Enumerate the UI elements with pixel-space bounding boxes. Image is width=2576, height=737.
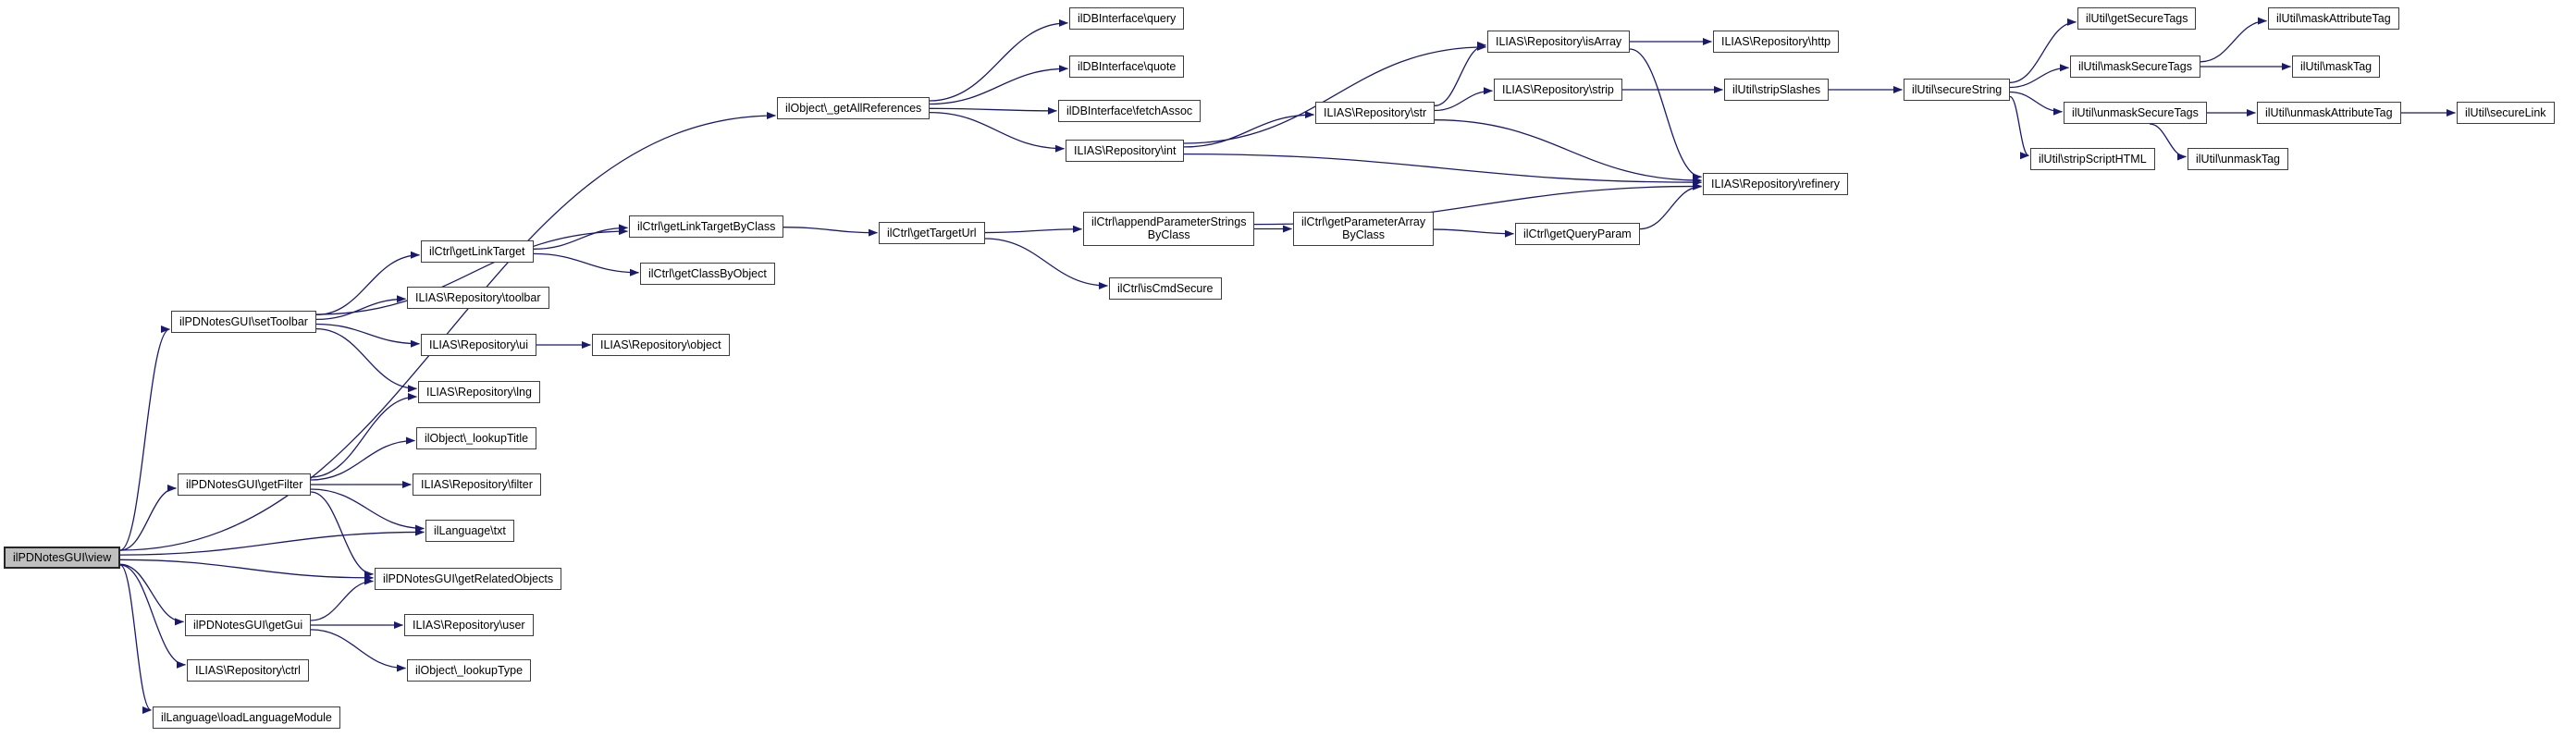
node-dbquery[interactable]: ilDBInterface\query bbox=[1069, 7, 1185, 30]
edge-getAllReferences-dbquote bbox=[929, 65, 1068, 105]
node-isCmdSecure[interactable]: ilCtrl\isCmdSecure bbox=[1109, 277, 1222, 300]
edge-getFilter-getRelatedObjects bbox=[310, 491, 374, 578]
node-lng[interactable]: ILIAS\Repository\lng bbox=[418, 381, 540, 403]
node-filter[interactable]: ILIAS\Repository\filter bbox=[413, 473, 541, 496]
edge-str-strip bbox=[1434, 87, 1493, 112]
edge-secureString-unmaskSecureTags bbox=[2009, 91, 2063, 116]
node-getQueryParam[interactable]: ilCtrl\getQueryParam bbox=[1515, 223, 1640, 245]
edge-view-getAllReferences bbox=[119, 112, 776, 551]
node-maskTag[interactable]: ilUtil\maskTag bbox=[2292, 55, 2381, 78]
edge-getFilter-txt bbox=[310, 488, 425, 533]
node-unmaskTag[interactable]: ilUtil\unmaskTag bbox=[2188, 148, 2289, 170]
node-ui[interactable]: ILIAS\Repository\ui bbox=[421, 334, 536, 356]
edge-view-getRelatedObjects bbox=[119, 559, 374, 582]
node-setToolbar[interactable]: ilPDNotesGUI\setToolbar bbox=[171, 311, 316, 333]
edge-repo_int-refinery bbox=[1183, 153, 1702, 187]
node-dbquote[interactable]: ilDBInterface\quote bbox=[1069, 55, 1185, 78]
edge-str-isArray bbox=[1434, 41, 1486, 106]
edge-setToolbar-toolbar bbox=[315, 295, 406, 321]
edge-getTargetUrl-isCmdSecure bbox=[984, 238, 1108, 289]
node-maskSecureTags[interactable]: ilUtil\maskSecureTags bbox=[2070, 55, 2200, 78]
node-txt[interactable]: ilLanguage\txt bbox=[425, 520, 514, 542]
edge-setToolbar-ui bbox=[315, 323, 420, 348]
edge-getQueryParam-refinery bbox=[1639, 182, 1702, 230]
edge-secureString-getSecureTags bbox=[2009, 18, 2077, 83]
edge-str-refinery bbox=[1434, 119, 1702, 185]
node-strip[interactable]: ILIAS\Repository\strip bbox=[1494, 79, 1622, 101]
node-getLinkTargetByClass[interactable]: ilCtrl\getLinkTargetByClass bbox=[629, 215, 784, 238]
edge-getFilter-lng bbox=[310, 393, 417, 478]
node-view: ilPDNotesGUI\view bbox=[4, 547, 121, 570]
node-getRelatedObjects[interactable]: ilPDNotesGUI\getRelatedObjects bbox=[375, 568, 562, 590]
node-isArray[interactable]: ILIAS\Repository\isArray bbox=[1487, 31, 1631, 53]
edge-maskSecureTags-maskAttributeTag bbox=[2200, 17, 2267, 63]
edge-getTargetUrl-appendPSBC bbox=[984, 225, 1082, 234]
node-getGui[interactable]: ilPDNotesGUI\getGui bbox=[185, 614, 312, 636]
node-appendPSBC[interactable]: ilCtrl\appendParameterStrings ByClass bbox=[1083, 212, 1255, 246]
node-repo_object[interactable]: ILIAS\Repository\object bbox=[592, 334, 730, 356]
edge-getGui-lookupType bbox=[310, 629, 406, 672]
node-unmaskSecureTags[interactable]: ilUtil\unmaskSecureTags bbox=[2064, 102, 2207, 124]
node-stripScriptHTML[interactable]: ilUtil\stripScriptHTML bbox=[2030, 148, 2155, 170]
edge-view-loadLanguageModule bbox=[119, 564, 152, 714]
edge-getFilter-lookupTitle bbox=[310, 436, 415, 481]
edge-getGui-getRelatedObjects bbox=[310, 577, 374, 621]
edge-repo_int-isArray bbox=[1183, 43, 1486, 144]
node-getParamArrayBC[interactable]: ilCtrl\getParameterArray ByClass bbox=[1293, 212, 1435, 246]
node-getClassByObject[interactable]: ilCtrl\getClassByObject bbox=[640, 263, 775, 285]
node-str[interactable]: ILIAS\Repository\str bbox=[1315, 102, 1436, 124]
edge-getAllReferences-repo_int bbox=[929, 111, 1065, 153]
edge-getLinkTarget-getLinkTargetByClass bbox=[533, 224, 628, 250]
edge-view-repo_ctrl bbox=[119, 564, 186, 669]
node-repo_ctrl[interactable]: ILIAS\Repository\ctrl bbox=[187, 659, 309, 682]
edge-view-getGui bbox=[119, 563, 184, 626]
edge-secureString-stripScriptHTML bbox=[2009, 95, 2029, 160]
node-fetchAssoc[interactable]: ilDBInterface\fetchAssoc bbox=[1058, 100, 1202, 122]
node-maskAttributeTag[interactable]: ilUtil\maskAttributeTag bbox=[2268, 7, 2399, 30]
edge-getLinkTarget-getClassByObject bbox=[533, 252, 639, 276]
node-getAllReferences[interactable]: ilObject\_getAllReferences bbox=[777, 97, 931, 119]
node-getLinkTarget[interactable]: ilCtrl\getLinkTarget bbox=[421, 240, 534, 263]
edge-getParamArrayBC-getQueryParam bbox=[1433, 228, 1514, 238]
edge-getAllReferences-fetchAssoc bbox=[929, 106, 1057, 115]
edge-view-setToolbar bbox=[119, 326, 170, 551]
edge-getAllReferences-dbquery bbox=[929, 18, 1068, 102]
node-secureLink[interactable]: ilUtil\secureLink bbox=[2457, 102, 2555, 124]
node-refinery[interactable]: ILIAS\Repository\refinery bbox=[1703, 173, 1848, 195]
node-getSecureTags[interactable]: ilUtil\getSecureTags bbox=[2077, 7, 2197, 30]
edge-setToolbar-lng bbox=[315, 327, 417, 393]
node-repo_int[interactable]: ILIAS\Repository\int bbox=[1066, 140, 1185, 162]
node-unmaskAttributeTag[interactable]: ilUtil\unmaskAttributeTag bbox=[2257, 102, 2401, 124]
node-http[interactable]: ILIAS\Repository\http bbox=[1713, 31, 1840, 53]
edge-isArray-refinery bbox=[1629, 48, 1702, 181]
node-lookupType[interactable]: ilObject\_lookupType bbox=[407, 659, 532, 682]
edge-view-txt bbox=[119, 528, 425, 556]
node-stripSlashes[interactable]: ilUtil\stripSlashes bbox=[1724, 79, 1830, 101]
edge-repo_int-str bbox=[1183, 111, 1314, 148]
node-user[interactable]: ILIAS\Repository\user bbox=[404, 614, 534, 636]
node-secureString[interactable]: ilUtil\secureString bbox=[1904, 79, 2011, 101]
edge-getLinkTargetByClass-getTargetUrl bbox=[783, 227, 878, 237]
node-getFilter[interactable]: ilPDNotesGUI\getFilter bbox=[178, 473, 312, 496]
edge-secureString-maskSecureTags bbox=[2009, 64, 2069, 89]
edge-unmaskSecureTags-unmaskTag bbox=[2149, 123, 2187, 161]
node-loadLanguageModule[interactable]: ilLanguage\loadLanguageModule bbox=[153, 706, 340, 729]
node-getTargetUrl[interactable]: ilCtrl\getTargetUrl bbox=[879, 222, 985, 244]
node-toolbar[interactable]: ILIAS\Repository\toolbar bbox=[407, 287, 549, 309]
edge-view-getFilter bbox=[119, 484, 177, 551]
edge-setToolbar-getLinkTarget bbox=[315, 251, 420, 316]
edge-setToolbar-getLinkTargetByClass bbox=[315, 227, 628, 315]
node-lookupTitle[interactable]: ilObject\_lookupTitle bbox=[416, 427, 537, 449]
